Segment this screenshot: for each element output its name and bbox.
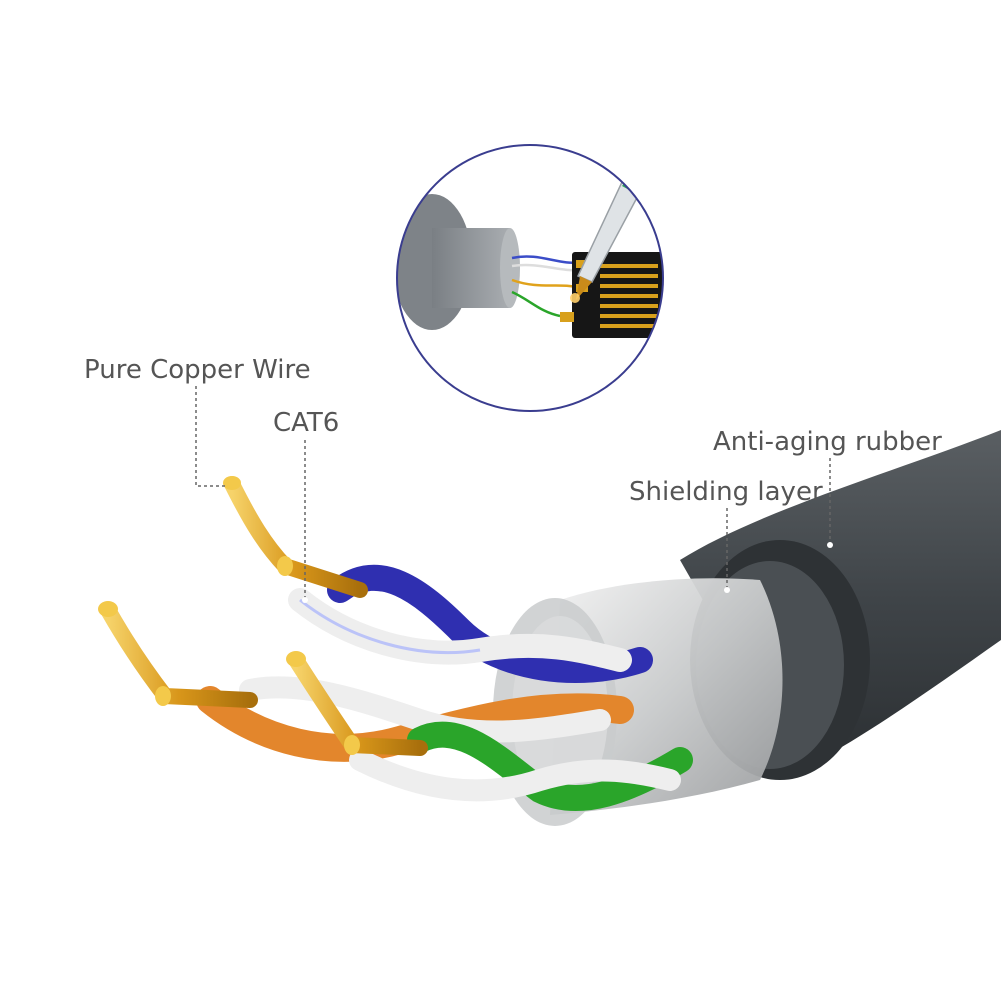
label-cat6: CAT6: [273, 408, 340, 438]
inset-plug-barrel: [432, 228, 510, 308]
label-anti-aging-rubber: Anti-aging rubber: [713, 427, 942, 457]
connector-inset-illustration: [396, 144, 664, 412]
leader-lines: [195, 386, 831, 600]
leader-copper: [195, 386, 226, 487]
copper-conductors: [98, 476, 428, 756]
pair-blue: [327, 564, 653, 683]
label-shielding-layer: Shielding layer: [629, 477, 823, 507]
inset-ring: [396, 144, 664, 412]
cable-cross-section-illustration: [98, 430, 1001, 826]
label-pure-copper-wire: Pure Copper Wire: [84, 355, 311, 385]
